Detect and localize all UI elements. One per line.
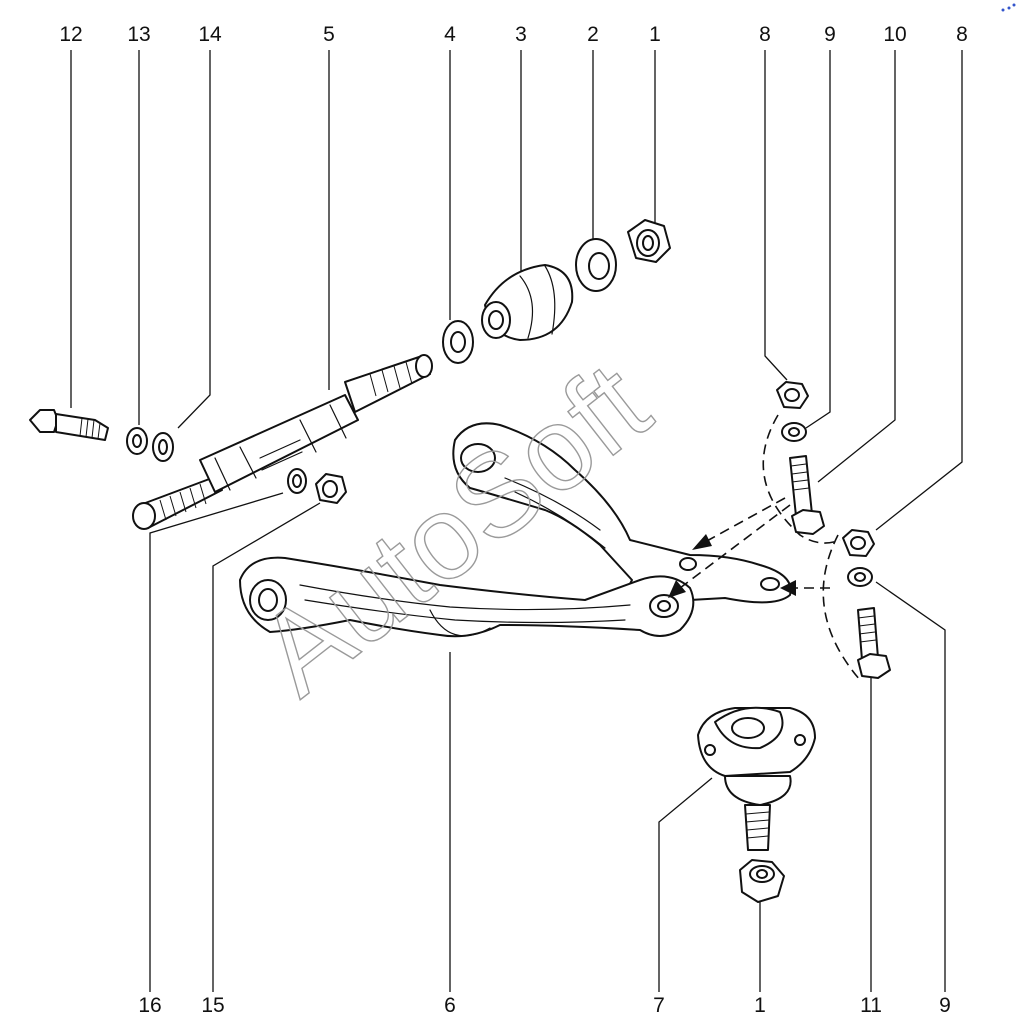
part-13-washer (126, 427, 148, 455)
part-8-nut-left (776, 381, 809, 409)
label-8-left: 8 (759, 23, 771, 46)
corner-mark (1001, 3, 1016, 12)
part-9-washer-bottom (847, 567, 873, 587)
part-15-nut (315, 473, 347, 504)
label-5: 5 (323, 23, 335, 46)
part-5-shaft (132, 354, 433, 530)
part-9-washer-top (781, 422, 807, 442)
bottom-callout-labels: 16 15 6 7 1 11 9 (138, 994, 951, 1017)
label-12: 12 (59, 23, 82, 46)
top-callout-labels: 12 13 14 5 4 3 2 1 8 9 10 8 (59, 23, 968, 46)
label-3: 3 (515, 23, 527, 46)
part-1-nut-bottom (739, 859, 785, 903)
grouping-arcs (762, 414, 861, 681)
part-14-washer (152, 432, 174, 462)
part-11-bolt (857, 607, 891, 679)
label-15: 15 (201, 994, 224, 1017)
part-16-washer (287, 468, 307, 494)
label-1-top: 1 (649, 23, 661, 46)
label-9-bottom: 9 (939, 994, 951, 1017)
assembly-arrows (668, 497, 830, 598)
leader-lines (70, 50, 963, 992)
label-16: 16 (138, 994, 161, 1017)
label-9-top: 9 (824, 23, 836, 46)
label-1-bottom: 1 (754, 994, 766, 1017)
part-4-washer (442, 320, 474, 364)
part-12-bolt (29, 409, 109, 441)
label-4: 4 (444, 23, 456, 46)
label-11: 11 (860, 994, 882, 1017)
part-2-washer (575, 238, 617, 292)
label-7: 7 (653, 994, 665, 1017)
part-1-nut-top (627, 219, 671, 263)
label-6: 6 (444, 994, 456, 1017)
label-10: 10 (883, 23, 906, 46)
part-7-ball-joint (697, 706, 816, 851)
part-10-bolt (789, 455, 825, 535)
part-3-bushing (481, 264, 574, 341)
part-8-nut-right (842, 529, 875, 557)
label-8-right: 8 (956, 23, 968, 46)
label-2: 2 (587, 23, 599, 46)
label-14: 14 (198, 23, 222, 46)
label-13: 13 (127, 23, 150, 46)
